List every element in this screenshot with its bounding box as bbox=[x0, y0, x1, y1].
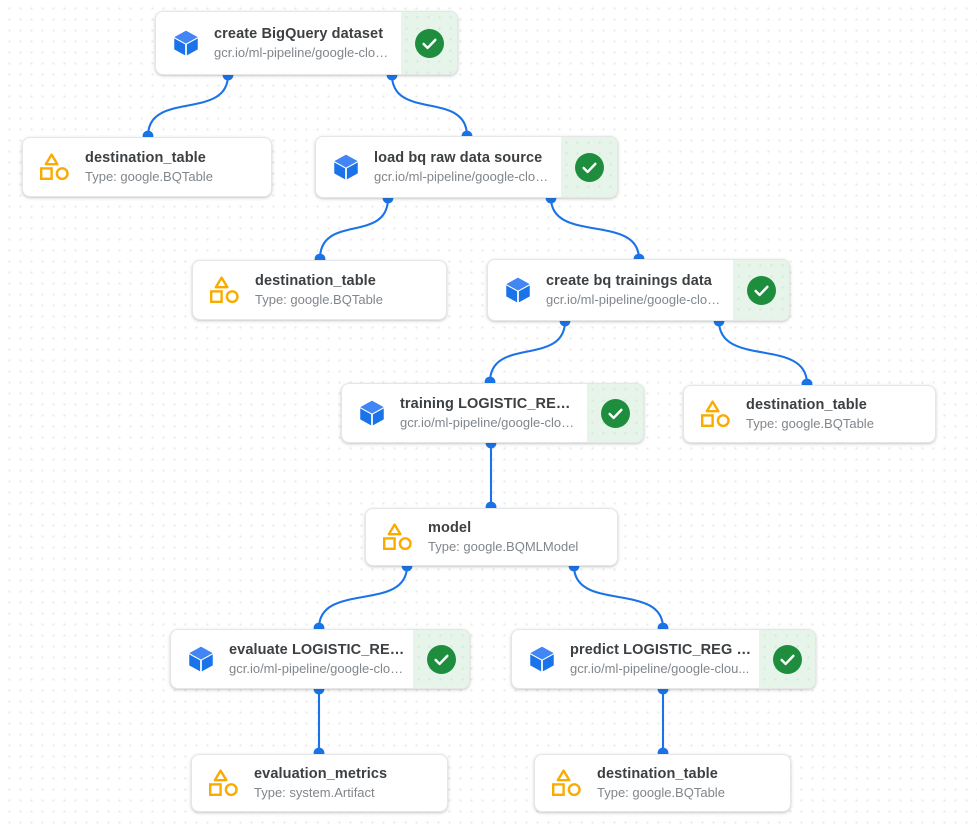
node-text: create BigQuery dataset gcr.io/ml-pipelin… bbox=[214, 25, 401, 61]
graph-edge-model-to-evaluate-logistic-reg bbox=[317, 564, 409, 630]
node-subtitle: gcr.io/ml-pipeline/google-clou... bbox=[229, 661, 405, 676]
node-status-panel bbox=[561, 137, 617, 197]
graph-node-create-bq-trainings-data[interactable]: create bq trainings data gcr.io/ml-pipeli… bbox=[487, 259, 790, 321]
artifact-shapes-icon bbox=[700, 398, 732, 430]
node-text: training LOGISTIC_REG ... gcr.io/ml-pipel… bbox=[400, 395, 587, 431]
node-text: create bq trainings data gcr.io/ml-pipeli… bbox=[546, 272, 733, 308]
artifact-shapes-icon bbox=[551, 767, 583, 799]
graph-node-create-bigquery-dataset[interactable]: create BigQuery dataset gcr.io/ml-pipelin… bbox=[155, 11, 458, 75]
check-circle-icon bbox=[426, 644, 456, 674]
check-circle-icon bbox=[600, 398, 630, 428]
graph-node-predict-logistic-reg[interactable]: predict LOGISTIC_REG m... gcr.io/ml-pipel… bbox=[511, 629, 816, 689]
graph-edge-create-bigquery-dataset-to-load-bq-raw-data-source bbox=[390, 73, 469, 138]
node-text: evaluate LOGISTIC_REG ... gcr.io/ml-pipel… bbox=[229, 641, 413, 677]
node-title: destination_table bbox=[255, 273, 376, 289]
node-subtitle: gcr.io/ml-pipeline/google-clou... bbox=[570, 661, 750, 676]
cube-icon bbox=[330, 151, 362, 183]
node-text: predict LOGISTIC_REG m... gcr.io/ml-pipel… bbox=[570, 641, 759, 677]
cube-icon bbox=[170, 27, 202, 59]
node-status-panel bbox=[587, 384, 643, 442]
check-circle-icon bbox=[574, 152, 604, 182]
node-title: destination_table bbox=[597, 766, 718, 782]
node-subtitle: Type: google.BQTable bbox=[85, 169, 213, 184]
cube-icon bbox=[502, 274, 534, 306]
graph-edge-load-bq-raw-data-source-to-create-bq-trainings-data bbox=[549, 196, 641, 261]
node-status-panel bbox=[401, 12, 457, 74]
node-subtitle: Type: google.BQTable bbox=[746, 416, 874, 431]
graph-node-load-bq-raw-data-source[interactable]: load bq raw data source gcr.io/ml-pipelin… bbox=[315, 136, 618, 198]
artifact-shapes-icon bbox=[209, 274, 241, 306]
node-body: evaluate LOGISTIC_REG ... gcr.io/ml-pipel… bbox=[171, 630, 413, 688]
artifact-shapes-icon bbox=[208, 767, 240, 799]
node-subtitle: Type: google.BQTable bbox=[255, 292, 383, 307]
node-title: create bq trainings data bbox=[546, 273, 712, 289]
node-subtitle: Type: google.BQTable bbox=[597, 785, 725, 800]
node-subtitle: Type: system.Artifact bbox=[254, 785, 375, 800]
artifact-shapes-icon bbox=[39, 151, 71, 183]
graph-edge-create-bq-trainings-data-to-training-logistic-reg bbox=[488, 319, 567, 384]
graph-edge-create-bigquery-dataset-to-destination-table-1 bbox=[146, 73, 230, 138]
node-status-panel bbox=[413, 630, 469, 688]
node-title: create BigQuery dataset bbox=[214, 26, 384, 42]
node-subtitle: gcr.io/ml-pipeline/google-clou... bbox=[400, 415, 579, 430]
node-title: evaluate LOGISTIC_REG ... bbox=[229, 642, 405, 658]
cube-icon bbox=[356, 397, 388, 429]
check-circle-icon bbox=[414, 28, 444, 58]
node-title: evaluation_metrics bbox=[254, 766, 388, 782]
cube-icon bbox=[526, 643, 558, 675]
cube-icon bbox=[185, 643, 217, 675]
node-body: load bq raw data source gcr.io/ml-pipelin… bbox=[316, 137, 561, 197]
node-body: create bq trainings data gcr.io/ml-pipeli… bbox=[488, 260, 733, 320]
node-subtitle: Type: google.BQMLModel bbox=[428, 539, 579, 554]
node-body: predict LOGISTIC_REG m... gcr.io/ml-pipel… bbox=[512, 630, 759, 688]
node-status-panel bbox=[759, 630, 815, 688]
node-title: model bbox=[428, 520, 472, 536]
check-circle-icon bbox=[746, 275, 776, 305]
node-title: training LOGISTIC_REG ... bbox=[400, 396, 579, 412]
graph-edge-model-to-predict-logistic-reg bbox=[572, 564, 665, 630]
graph-edge-create-bq-trainings-data-to-destination-table-3 bbox=[717, 319, 809, 386]
node-status-panel bbox=[733, 260, 789, 320]
artifact-shapes-icon bbox=[382, 521, 414, 553]
graph-edge-load-bq-raw-data-source-to-destination-table-2 bbox=[318, 196, 390, 261]
node-subtitle: gcr.io/ml-pipeline/google-clou... bbox=[546, 292, 725, 307]
node-subtitle: gcr.io/ml-pipeline/google-clou... bbox=[374, 169, 553, 184]
node-title: destination_table bbox=[746, 397, 867, 413]
node-title: destination_table bbox=[85, 150, 206, 166]
graph-node-training-logistic-reg[interactable]: training LOGISTIC_REG ... gcr.io/ml-pipel… bbox=[341, 383, 644, 443]
node-subtitle: gcr.io/ml-pipeline/google-clou... bbox=[214, 45, 393, 60]
graph-node-evaluate-logistic-reg[interactable]: evaluate LOGISTIC_REG ... gcr.io/ml-pipel… bbox=[170, 629, 470, 689]
node-title: predict LOGISTIC_REG m... bbox=[570, 642, 751, 658]
node-body: create BigQuery dataset gcr.io/ml-pipelin… bbox=[156, 12, 401, 74]
node-text: load bq raw data source gcr.io/ml-pipelin… bbox=[374, 149, 561, 185]
node-body: training LOGISTIC_REG ... gcr.io/ml-pipel… bbox=[342, 384, 587, 442]
node-title: load bq raw data source bbox=[374, 150, 543, 166]
check-circle-icon bbox=[772, 644, 802, 674]
